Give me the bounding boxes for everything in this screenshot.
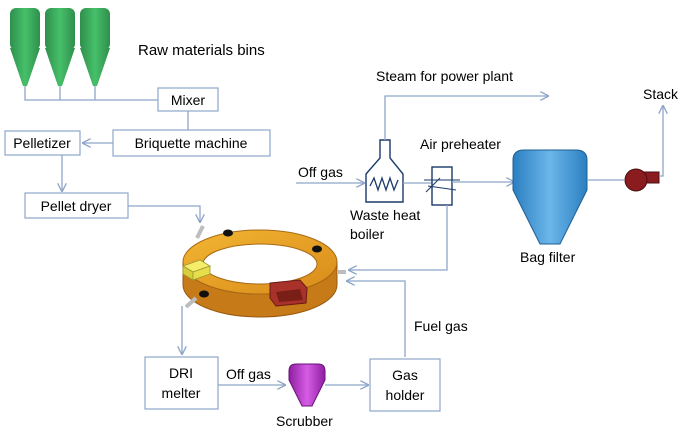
briquette-machine-box — [112, 129, 271, 157]
rotary-hearth-furnace-icon — [182, 225, 346, 318]
waste-heat-boiler-icon — [365, 139, 404, 203]
label-scrubber: Scrubber — [276, 413, 333, 429]
label-steam: Steam for power plant — [376, 68, 513, 84]
label-pellet-dryer: Pellet dryer — [41, 198, 112, 214]
connector-bins-mixer — [24, 86, 158, 101]
label-whb-line2: boiler — [350, 226, 385, 242]
label-dri-line1: DRI — [169, 365, 193, 381]
label-briquette-machine: Briquette machine — [135, 135, 248, 151]
arrow-preheated-air-to-hearth — [349, 205, 448, 270]
scrubber-icon — [288, 363, 326, 407]
label-pelletizer: Pelletizer — [13, 135, 71, 151]
gas-holder-box — [369, 358, 441, 412]
bin-3 — [80, 8, 110, 86]
arrow-fuel-gas-to-hearth — [347, 281, 406, 357]
bin-1 — [10, 8, 40, 86]
label-off-gas-in: Off gas — [298, 164, 343, 180]
label-raw-materials-bins: Raw materials bins — [138, 42, 265, 59]
label-gas-line2: holder — [386, 387, 425, 403]
pelletizer-box — [4, 130, 81, 156]
label-whb-line1: Waste heat — [350, 207, 420, 223]
air-preheater-icon — [424, 166, 460, 206]
label-mixer: Mixer — [171, 92, 206, 108]
dri-melter-box — [144, 356, 219, 410]
label-fuel-gas: Fuel gas — [414, 318, 468, 334]
label-off-gas-out: Off gas — [226, 366, 271, 382]
bag-filter-icon — [512, 149, 588, 245]
raw-material-bins-icon — [10, 8, 110, 86]
label-gas-line1: Gas — [392, 367, 418, 383]
bin-2 — [45, 8, 75, 86]
fan-icon — [624, 168, 660, 192]
label-bag-filter: Bag filter — [520, 249, 576, 265]
arrow-steam-for-power-plant — [384, 96, 548, 140]
arrow-dryer-to-hearth — [128, 205, 200, 222]
label-air-preheater: Air preheater — [420, 136, 501, 152]
label-stack: Stack — [643, 86, 679, 102]
label-dri-line2: melter — [162, 385, 201, 401]
arrow-fan-to-stack — [659, 106, 663, 177]
